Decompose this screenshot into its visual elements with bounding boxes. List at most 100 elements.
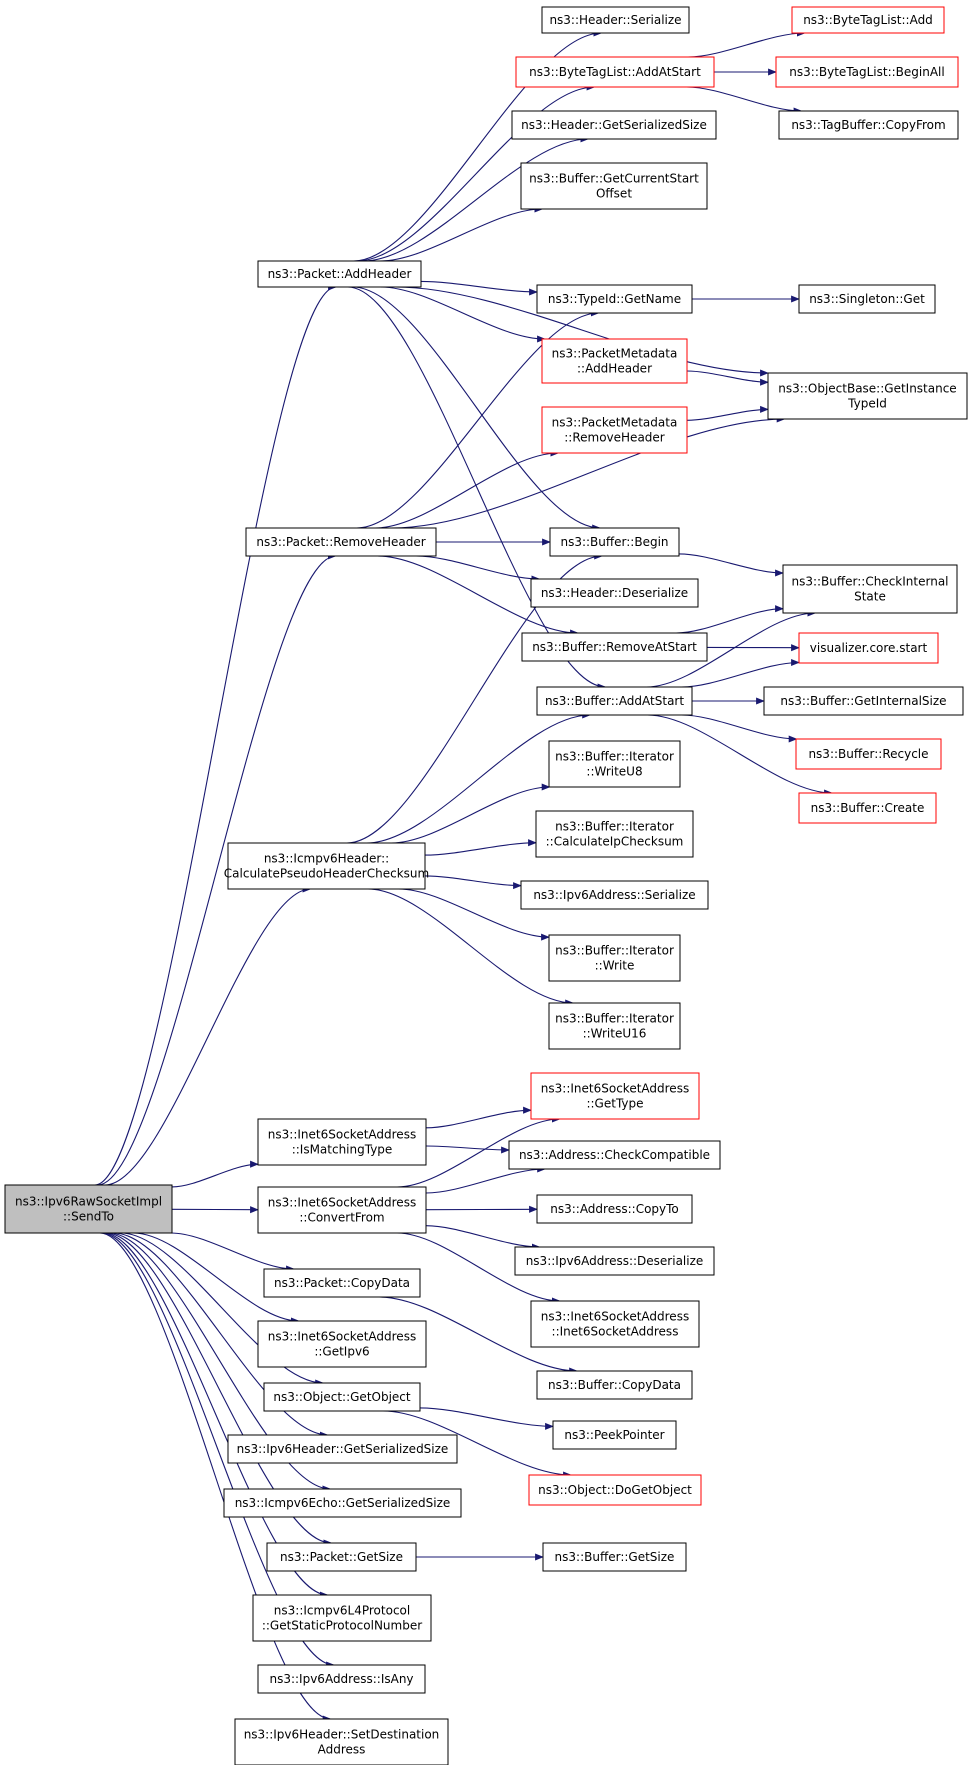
node-layer: ns3::Ipv6RawSocketImpl::SendTons3::Packe… [4,6,968,1765]
node-label-line: ns3::ByteTagList::AddAtStart [529,65,701,79]
node-iterator_write_u8[interactable]: ns3::Buffer::Iterator::WriteU8 [548,740,681,788]
node-pm_remove_header[interactable]: ns3::PacketMetadata::RemoveHeader [541,406,688,454]
node-label-line: ns3::Buffer::Iterator [555,944,674,958]
node-box [252,1594,432,1642]
edge-add_header-to-buffer_get_current_start_offset [380,205,544,262]
node-object_do_get_object[interactable]: ns3::Object::DoGetObject [528,1474,702,1506]
node-iterator_calculate_ip_checksum[interactable]: ns3::Buffer::Iterator::CalculateIpChecks… [535,810,694,858]
node-icmpv6_pseudo_checksum[interactable]: ns3::Icmpv6Header::CalculatePseudoHeader… [224,842,429,890]
node-tagbuffer_copy_from[interactable]: ns3::TagBuffer::CopyFrom [778,110,959,140]
node-ipv6header_get_serialized_size[interactable]: ns3::Ipv6Header::GetSerializedSize [227,1434,458,1464]
node-buffer_get_internal_size[interactable]: ns3::Buffer::GetInternalSize [763,686,964,716]
edge-buffer_add_at_start-to-buffer_recycle [681,714,798,743]
node-root[interactable]: ns3::Ipv6RawSocketImpl::SendTo [4,1184,173,1234]
node-singleton_get[interactable]: ns3::Singleton::Get [798,284,936,314]
edge-btl_add_at_start-to-btl_add [687,29,806,58]
node-packet_get_size[interactable]: ns3::Packet::GetSize [266,1542,417,1572]
node-header_get_serialized_size[interactable]: ns3::Header::GetSerializedSize [511,110,717,140]
node-buffer_get_size[interactable]: ns3::Buffer::GetSize [542,1542,687,1572]
node-address_check_compatible[interactable]: ns3::Address::CheckCompatible [508,1140,721,1170]
node-object_get_object[interactable]: ns3::Object::GetObject [263,1382,421,1412]
node-icmpv6echo_get_serialized_size[interactable]: ns3::Icmpv6Echo::GetSerializedSize [223,1488,462,1518]
edge-icmpv6_pseudo_checksum-to-iterator_write [398,888,550,941]
node-box [552,1420,677,1450]
node-box [791,6,945,34]
node-label-line: ::WriteU8 [586,765,642,779]
node-label-line: ns3::Inet6SocketAddress [541,1082,689,1096]
node-label-line: ns3::Address::CheckCompatible [519,1148,710,1162]
node-buffer_remove_at_start[interactable]: ns3::Buffer::RemoveAtStart [521,632,708,662]
node-label-line: ns3::Buffer::CheckInternal [791,575,948,589]
node-header_deserialize[interactable]: ns3::Header::Deserialize [530,578,699,608]
node-iterator_write[interactable]: ns3::Buffer::Iterator::Write [548,934,681,982]
node-inet6_is_matching_type[interactable]: ns3::Inet6SocketAddress::IsMatchingType [257,1118,427,1166]
node-inet6_get_type[interactable]: ns3::Inet6SocketAddress::GetType [530,1072,700,1120]
node-box [536,284,693,314]
node-iterator_write_u16[interactable]: ns3::Buffer::Iterator::WriteU16 [548,1002,681,1050]
node-label-line: ns3::Buffer::AddAtStart [545,694,684,708]
node-box [4,1184,173,1234]
node-label-line: ns3::Packet::GetSize [280,1550,403,1564]
node-label-line: ::Write [595,959,635,973]
node-icmpv6l4_get_static_protocol_number[interactable]: ns3::Icmpv6L4Protocol::GetStaticProtocol… [252,1594,432,1642]
node-ipv6address_deserialize[interactable]: ns3::Ipv6Address::Deserialize [514,1246,715,1276]
node-btl_begin_all[interactable]: ns3::ByteTagList::BeginAll [775,56,959,88]
node-buffer_begin[interactable]: ns3::Buffer::Begin [549,527,680,557]
node-label-line: ns3::PacketMetadata [552,416,678,430]
edge-btl_add_at_start-to-tagbuffer_copy_from [686,86,803,115]
node-packet_copy_data[interactable]: ns3::Packet::CopyData [263,1268,421,1298]
node-address_copy_to[interactable]: ns3::Address::CopyTo [536,1194,693,1224]
node-box [511,110,717,140]
node-add_header[interactable]: ns3::Packet::AddHeader [257,260,422,288]
edge-object_get_object-to-peek_pointer [419,1407,554,1430]
edge-layer [94,29,833,1723]
node-header_serialize[interactable]: ns3::Header::Serialize [541,6,690,34]
node-inet6_ctor[interactable]: ns3::Inet6SocketAddress::Inet6SocketAddr… [530,1300,700,1348]
node-btl_add_at_start[interactable]: ns3::ByteTagList::AddAtStart [515,56,715,88]
node-btl_add[interactable]: ns3::ByteTagList::Add [791,6,945,34]
edge-add_header-to-header_serialize [353,29,603,262]
node-label-line: ns3::Ipv6Address::Deserialize [526,1254,704,1268]
node-box [541,406,688,454]
node-pm_add_header[interactable]: ns3::PacketMetadata::AddHeader [541,338,688,384]
edge-remove_header-to-buffer_remove_at_start [377,555,579,637]
node-label-line: ::SendTo [63,1210,114,1224]
node-peek_pointer[interactable]: ns3::PeekPointer [552,1420,677,1450]
edge-root-to-icmpv6echo_get_serialized_size [109,1232,332,1493]
edge-buffer_begin-to-buffer_check_internal_state [678,553,784,577]
node-label-line: visualizer.core.start [810,641,928,655]
node-box [535,810,694,858]
node-buffer_create[interactable]: ns3::Buffer::Create [798,792,937,824]
node-typeid_get_name[interactable]: ns3::TypeId::GetName [536,284,693,314]
node-label-line: ns3::ByteTagList::Add [803,13,933,27]
node-label-line: ::Inet6SocketAddress [552,1325,679,1339]
edge-root-to-add_header [94,283,337,1186]
node-label-line: ns3::Inet6SocketAddress [541,1310,689,1324]
edge-icmpv6_pseudo_checksum-to-buffer_begin [346,552,603,844]
node-box [549,527,680,557]
node-remove_header[interactable]: ns3::Packet::RemoveHeader [245,527,437,557]
node-buffer_add_at_start[interactable]: ns3::Buffer::AddAtStart [536,686,693,716]
edge-buffer_remove_at_start-to-buffer_check_internal_state [676,605,784,634]
node-inet6_get_ipv6[interactable]: ns3::Inet6SocketAddress::GetIpv6 [257,1320,427,1368]
node-buffer_copy_data[interactable]: ns3::Buffer::CopyData [536,1370,693,1400]
node-label-line: ns3::Packet::AddHeader [268,267,412,281]
node-box [257,1118,427,1166]
node-label-line: CalculatePseudoHeaderChecksum [224,867,429,881]
node-box [263,1382,421,1412]
node-box [536,1370,693,1400]
node-ipv6address_serialize[interactable]: ns3::Ipv6Address::Serialize [520,880,709,910]
node-box [536,686,693,716]
node-visualizer_core_start[interactable]: visualizer.core.start [798,632,939,664]
edge-icmpv6_pseudo_checksum-to-iterator_calculate_ip_checksum [424,839,537,856]
node-ipv6address_is_any[interactable]: ns3::Ipv6Address::IsAny [257,1664,426,1694]
node-box [775,56,959,88]
node-inet6_convert_from[interactable]: ns3::Inet6SocketAddress::ConvertFrom [257,1186,427,1234]
edge-packet_copy_data-to-buffer_copy_data [379,1296,578,1375]
edge-buffer_add_at_start-to-buffer_create [647,714,833,797]
node-buffer_recycle[interactable]: ns3::Buffer::Recycle [795,738,942,770]
